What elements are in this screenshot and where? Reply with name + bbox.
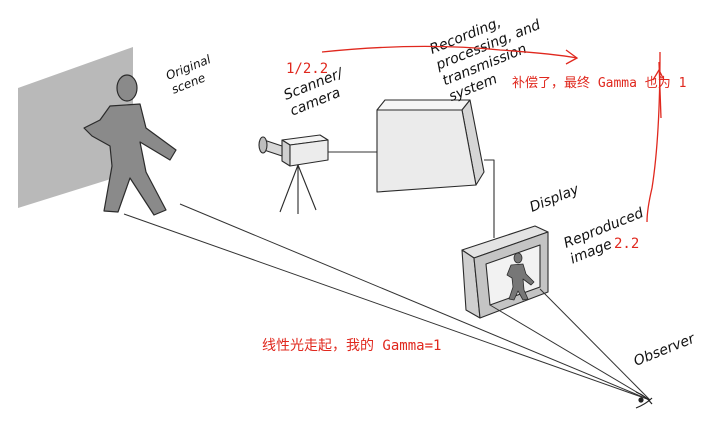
annotation-compensation-note: 补偿了，最终 Gamma 也为 1 [512,75,686,91]
scanner-camera [258,134,378,214]
label-display: Display [528,181,583,215]
observer-eye-icon [635,391,653,409]
reproduced-person-figure [506,252,535,301]
annotation-camera-gamma: 1/2.2 [286,61,328,77]
red-curve-top-arrow [321,45,578,59]
display-monitor [461,225,549,319]
label-observer: Observer [632,330,699,369]
red-vertical-tick [658,61,662,119]
red-annotation-strokes [321,45,665,223]
annotation-display-gamma: 2.2 [614,236,639,252]
red-arrowhead-right [565,49,579,65]
annotation-linear-light-note: 线性光走起，我的 Gamma=1 [262,338,441,354]
svg-text:Original scene: Original scene [164,51,222,97]
scene-backdrop-plane [18,47,133,208]
walking-person-figure [83,74,177,216]
svg-text:Reproduced image: Reproduced image [562,204,657,268]
observer-sight-lines [123,203,651,401]
original-scene: Original scene [18,47,222,216]
recording-system-box [376,99,495,238]
